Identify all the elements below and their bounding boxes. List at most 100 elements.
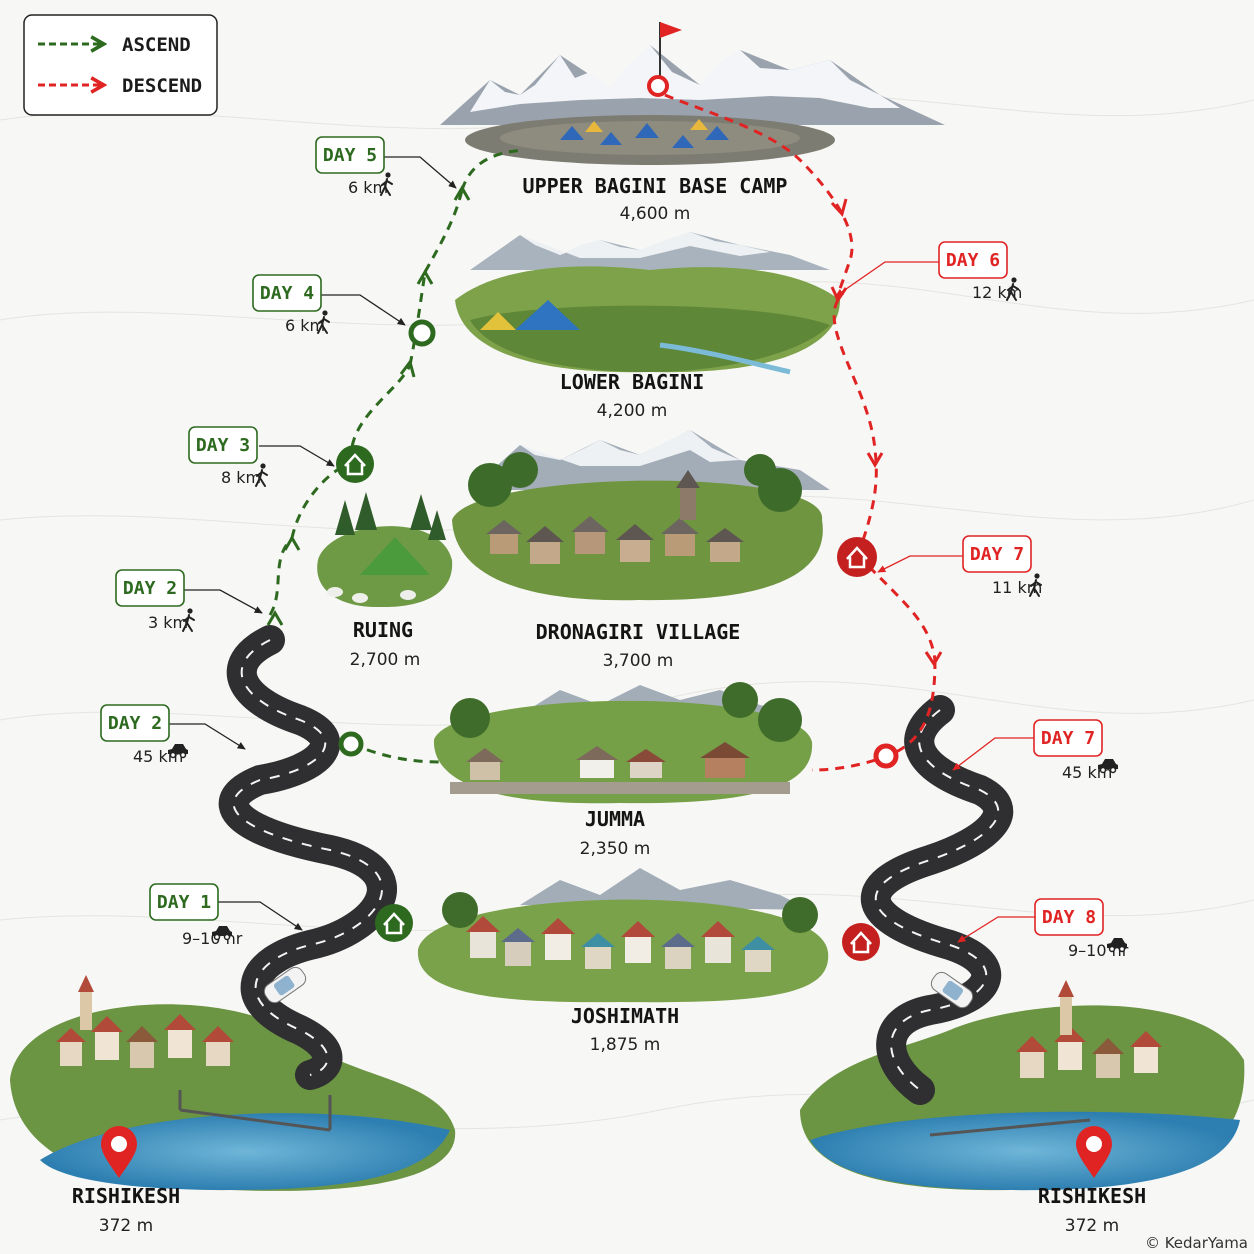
summit-flag-icon xyxy=(647,22,682,97)
day-label: DAY 2 xyxy=(108,713,162,734)
callout-leader-line xyxy=(835,261,939,297)
callout-leader-line xyxy=(877,555,963,573)
joshimath-illustration xyxy=(417,868,829,1003)
location-pin-icon xyxy=(101,1126,137,1178)
place-name: JOSHIMATH xyxy=(571,1004,679,1028)
ascend-arrowheads xyxy=(266,185,471,626)
day-label: DAY 7 xyxy=(970,544,1024,565)
day-distance: 6 km xyxy=(348,178,388,197)
place-elevation: 2,350 m xyxy=(580,839,651,859)
road-right xyxy=(860,695,1014,1105)
day-badge xyxy=(115,569,185,607)
place-elevation: 3,700 m xyxy=(603,651,674,671)
callout-leader-line xyxy=(321,294,406,326)
place-elevation: 372 m xyxy=(1065,1216,1119,1236)
place-elevation: 4,600 m xyxy=(620,204,691,224)
day-badge xyxy=(188,426,258,464)
place-name: RISHIKESH xyxy=(72,1184,180,1208)
place-label-summit: UPPER BAGINI BASE CAMP 4,600 m xyxy=(523,174,788,224)
day-callout: DAY 7 11 km xyxy=(877,535,1042,597)
hiker-icon xyxy=(380,172,393,196)
dronagiri-illustration xyxy=(452,430,830,601)
day-badge xyxy=(1034,898,1104,936)
day-callout: DAY 3 8 km xyxy=(188,426,335,487)
callout-leader-line xyxy=(384,156,457,189)
day-callout: DAY 245 km xyxy=(100,704,246,766)
hiker-icon xyxy=(1006,277,1019,301)
place-name: RUING xyxy=(353,618,413,642)
day-callout: DAY 5 6 km xyxy=(315,136,457,197)
day-label: DAY 3 xyxy=(196,435,250,456)
day-badge xyxy=(252,274,322,312)
legend: ASCEND DESCEND xyxy=(23,14,218,116)
place-elevation: 4,200 m xyxy=(597,401,668,421)
place-name: JUMMA xyxy=(585,807,645,831)
callout-leader-line xyxy=(957,916,1035,943)
place-label-joshimath: JOSHIMATH 1,875 m xyxy=(571,1004,679,1055)
day-distance: 6 km xyxy=(285,316,325,335)
jumma-illustration xyxy=(433,682,813,804)
day-badge xyxy=(938,241,1008,279)
credit: © KedarYama xyxy=(1145,1234,1248,1252)
hiker-icon xyxy=(182,608,195,632)
day-callout: DAY 4 6 km xyxy=(252,274,406,335)
car-icon xyxy=(263,966,307,1004)
place-label-dronagiri: DRONAGIRI VILLAGE 3,700 m xyxy=(536,620,741,671)
day-distance: 9–10 hr xyxy=(182,929,243,948)
day-badge xyxy=(1033,719,1103,757)
rishikesh-right-illustration xyxy=(800,980,1245,1191)
day-label: DAY 8 xyxy=(1042,907,1096,928)
place-label-jumma: JUMMA 2,350 m xyxy=(580,807,651,859)
place-elevation: 372 m xyxy=(99,1216,153,1236)
day-badge xyxy=(962,535,1032,573)
legend-descend-label: DESCEND xyxy=(122,75,202,97)
day-badge xyxy=(149,883,219,921)
day-label: DAY 1 xyxy=(157,892,211,913)
callout-leader-line xyxy=(205,901,303,931)
car-icon xyxy=(212,926,232,941)
hiker-icon xyxy=(317,310,330,334)
day-callout: DAY 745 km xyxy=(952,719,1118,782)
jumma-waypoint-icon xyxy=(338,731,364,757)
day-label: DAY 6 xyxy=(946,250,1000,271)
day-badge xyxy=(100,704,170,742)
lower-bagini-illustration xyxy=(455,232,840,375)
place-label-lower-bagini: LOWER BAGINI 4,200 m xyxy=(560,370,705,421)
rishikesh-left-illustration xyxy=(10,975,456,1191)
day-label: DAY 4 xyxy=(260,283,314,304)
legend-ascend-label: ASCEND xyxy=(122,34,191,56)
car-icon xyxy=(168,744,188,759)
callout-leader-line xyxy=(184,589,263,614)
ruing-illustration xyxy=(317,492,453,608)
home-icon xyxy=(837,537,877,577)
day-distance: 8 km xyxy=(221,468,261,487)
day-label: DAY 2 xyxy=(123,578,177,599)
descend-day-callouts: DAY 612 km DAY 7 11 km DAY 745 km DAY 89–10 … xyxy=(835,241,1129,960)
day-label: DAY 7 xyxy=(1041,728,1095,749)
ascend-route xyxy=(268,148,526,764)
home-icon xyxy=(336,445,374,483)
day-callout: DAY 89–10 hr xyxy=(957,898,1129,960)
descend-arrowheads xyxy=(830,198,943,667)
place-elevation: 1,875 m xyxy=(590,1035,661,1055)
lower-bagini-waypoint-icon xyxy=(408,319,436,347)
callout-leader-line xyxy=(952,737,1034,771)
jumma-descend-waypoint-icon xyxy=(873,743,899,769)
summit-illustration xyxy=(440,45,945,165)
day-callout: DAY 1 9–10 hr xyxy=(149,883,303,948)
home-icon xyxy=(375,904,413,942)
place-name: LOWER BAGINI xyxy=(560,370,705,394)
car-icon xyxy=(930,971,974,1009)
day-label: DAY 5 xyxy=(323,145,377,166)
place-name: RISHIKESH xyxy=(1038,1184,1146,1208)
place-name: UPPER BAGINI BASE CAMP xyxy=(523,174,788,198)
home-icon xyxy=(842,923,880,961)
callout-leader-line xyxy=(167,723,246,750)
place-label-rishikesh-right: RISHIKESH 372 m xyxy=(1038,1184,1146,1236)
hiker-icon xyxy=(1029,573,1042,597)
day-distance: 11 km xyxy=(992,578,1042,597)
place-label-rishikesh-left: RISHIKESH 372 m xyxy=(72,1184,180,1236)
day-callout: DAY 612 km xyxy=(835,241,1022,302)
